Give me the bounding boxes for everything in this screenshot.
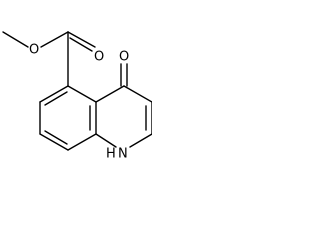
bonds: [2, 31, 152, 151]
bond-carbonyl-double-a: [67, 31, 96, 48]
bond-c4a-c4: [95, 85, 125, 103]
bond-ether-oxygen-carbonyl-carbon: [40, 31, 69, 48]
bond-c5-c6-inner: [44, 91, 68, 106]
molecule-structure: O O O H N: [2, 31, 152, 162]
ring-nitrogen-hydrogen-label: H: [106, 147, 116, 162]
ketone-oxygen-label: O: [119, 50, 129, 65]
bond-n1-c8a: [95, 133, 117, 148]
bond-carbonyl-double-b: [69, 37, 93, 52]
bond-c4a-c5: [67, 85, 97, 103]
bond-c2-n1: [129, 133, 152, 148]
ester-carbonyl-oxygen-label: O: [94, 50, 104, 65]
bond-c4-c3: [123, 85, 152, 103]
bond-c7-c8-inner: [44, 130, 68, 145]
ester-ether-oxygen-label: O: [29, 43, 39, 58]
bond-methyl-ether-oxygen: [2, 31, 29, 48]
ring-nitrogen-label: N: [118, 147, 128, 162]
bond-c7-c8: [39, 133, 69, 151]
bond-c8-c8a: [67, 133, 97, 151]
bond-c5-c6: [39, 85, 69, 103]
atom-labels: O O O H N: [29, 43, 129, 162]
